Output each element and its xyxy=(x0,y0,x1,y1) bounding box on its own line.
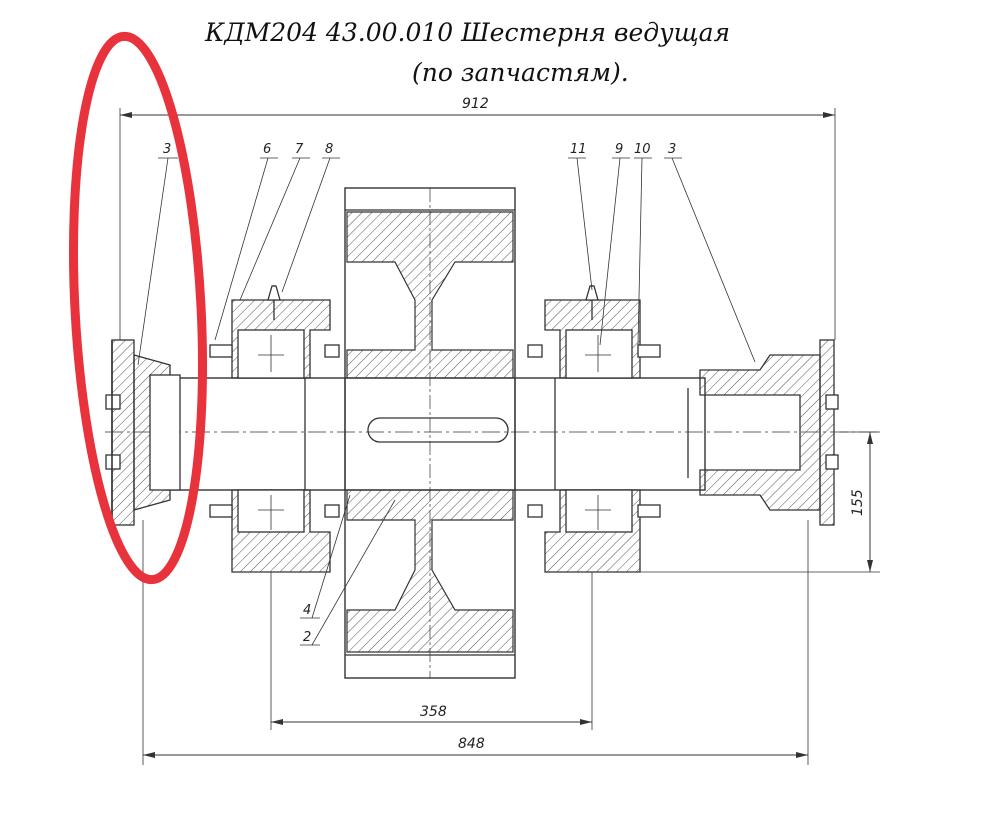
part-label-7: 7 xyxy=(295,142,304,157)
highlight-oval xyxy=(68,31,208,585)
part-label-8: 8 xyxy=(325,142,333,157)
drive-gear xyxy=(344,187,516,679)
part-label-10: 10 xyxy=(634,142,651,157)
part-label-2: 2 xyxy=(303,630,311,645)
dimension-848 xyxy=(142,520,809,765)
dimension-912-label: 912 xyxy=(462,96,489,112)
left-end-cap xyxy=(105,339,181,526)
dimension-358-label: 358 xyxy=(420,704,447,720)
dimension-155-label: 155 xyxy=(850,489,866,516)
part-label-3-right: 3 xyxy=(668,142,676,157)
part-label-4: 4 xyxy=(303,603,311,618)
part-label-11: 11 xyxy=(570,142,587,157)
dimension-848-label: 848 xyxy=(458,736,485,752)
leader-lines xyxy=(137,157,756,646)
shaft xyxy=(164,377,706,491)
dimension-358 xyxy=(270,572,593,730)
drawing-title-line2: (по запчастям). xyxy=(412,58,629,87)
part-label-6: 6 xyxy=(263,142,271,157)
part-label-9: 9 xyxy=(615,142,623,157)
right-bearing-housing xyxy=(527,285,661,573)
part-label-3-left: 3 xyxy=(163,142,171,157)
dimension-912 xyxy=(119,108,836,340)
left-bearing-housing xyxy=(209,285,340,573)
right-end-cap xyxy=(687,339,839,526)
dimension-155 xyxy=(640,431,880,573)
drawing-title-line1: КДМ204 43.00.010 Шестерня ведущая xyxy=(205,18,731,47)
